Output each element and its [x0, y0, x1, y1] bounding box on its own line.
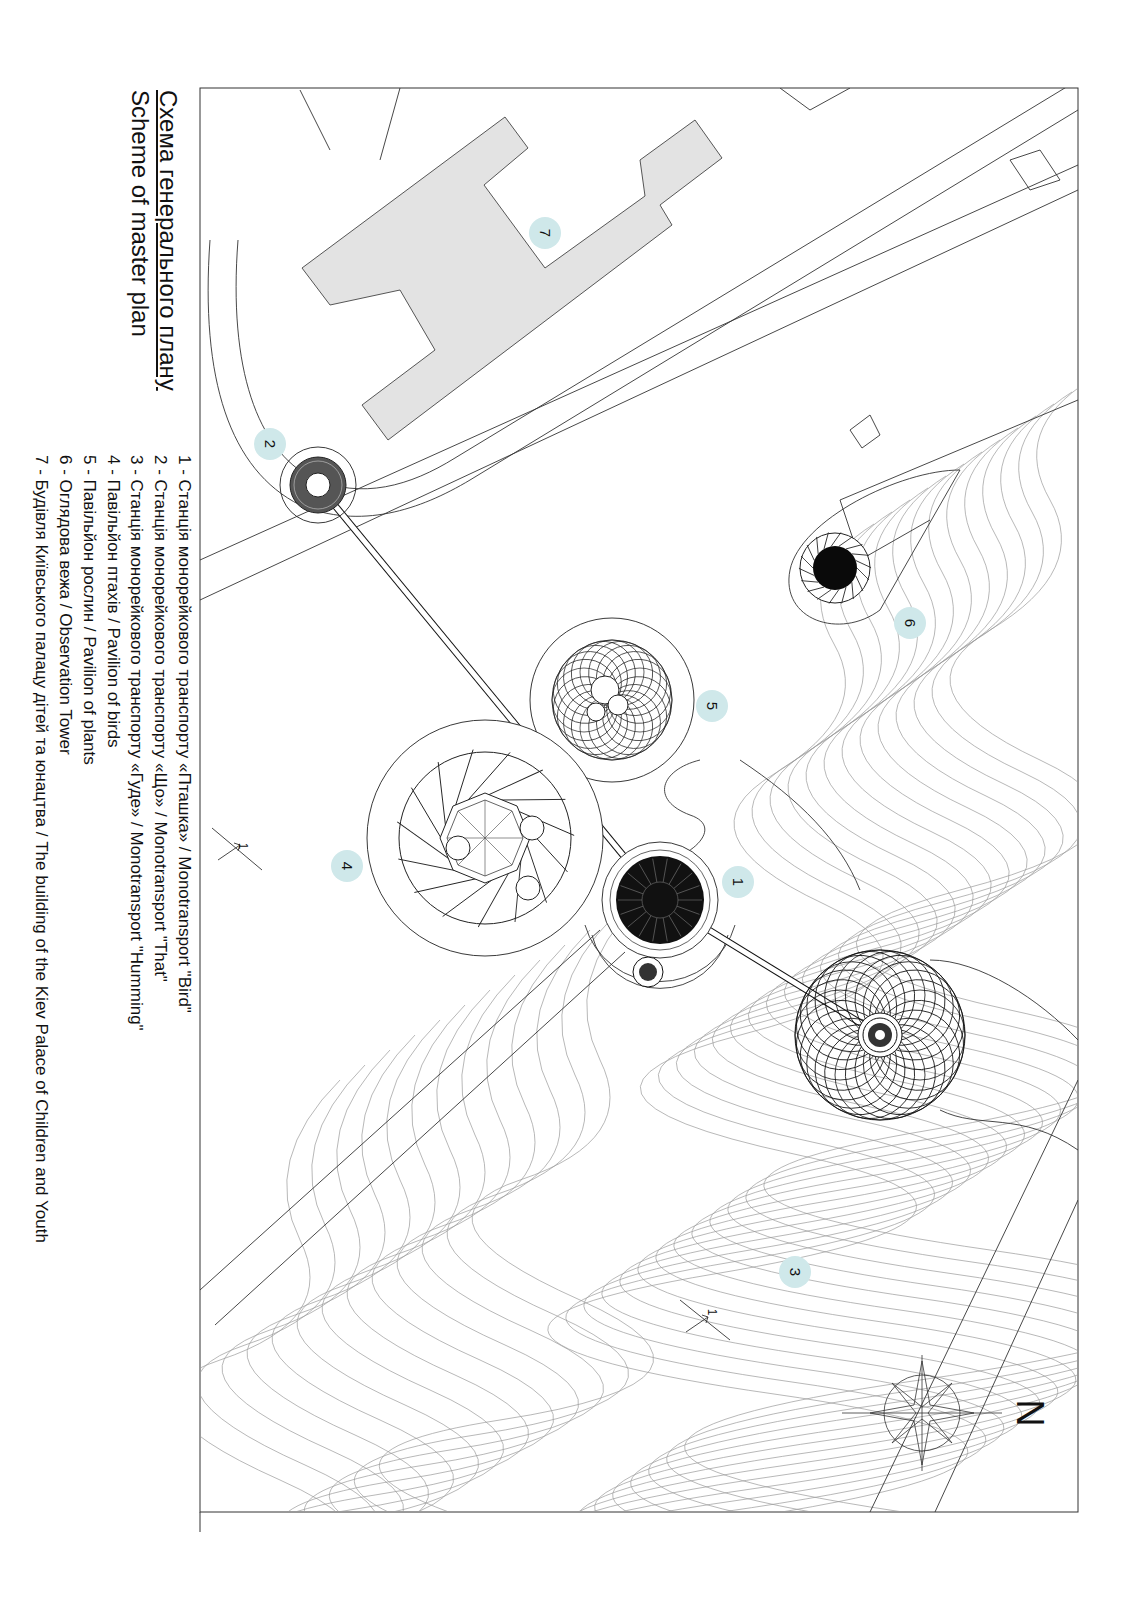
legend-entry: 7 - Будівля Київського палацу дітей та ю… [33, 455, 50, 1243]
legend-entry: 5 - Павільйон рослин / Pavilion of plant… [81, 455, 98, 765]
legend-entry: 2 - Станція монорейкового транспорту «Що… [152, 455, 169, 982]
callout-number: 1 [722, 866, 754, 898]
legend-entry: 4 - Павільйон птахів / Pavilion of birds [105, 455, 122, 748]
legend-entry: 3 - Станція монорейкового транспорту «Гу… [128, 455, 145, 1031]
legend-entry: 6 - Оглядова вежа / Observation Tower [57, 455, 74, 755]
section-mark: 1 [706, 1309, 718, 1316]
section-mark: 1 [237, 843, 249, 850]
plan-subtitle: Scheme of master plan [128, 90, 152, 337]
callout-number: 5 [696, 690, 728, 722]
callout-number: 3 [779, 1256, 811, 1288]
plan-title: Схема генерального плану [156, 90, 180, 391]
legend-entry: 1 - Станція монорейкового транспорту «Пт… [176, 455, 193, 1013]
callout-number: 4 [331, 850, 363, 882]
north-arrow-letter: N [1011, 1399, 1049, 1426]
callout-number: 7 [529, 217, 561, 249]
callout-number: 6 [894, 607, 926, 639]
callout-number: 2 [254, 428, 286, 460]
